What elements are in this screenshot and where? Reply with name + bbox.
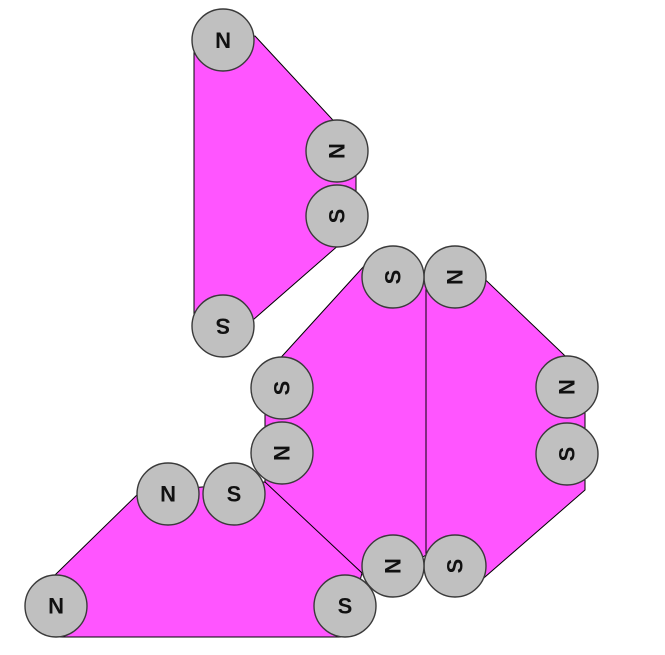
magnet-circle [361,245,425,309]
magnet-circle [313,574,377,638]
magnet-circle [191,294,255,358]
magnet-circle [535,355,599,419]
magnet-label: N [270,445,295,461]
magnet: S [535,422,599,486]
magnet-label: S [338,594,353,619]
magnet: S [361,245,425,309]
magnet-circle [535,422,599,486]
magnet: N [191,8,255,72]
magnet-label: N [555,379,580,395]
magnet: N [136,462,200,526]
magnet-label: S [270,381,295,396]
magnet-label: S [227,482,242,507]
magnet-circle [305,184,369,248]
magnet: N [305,119,369,183]
magnet: S [313,574,377,638]
magnet-circle [305,119,369,183]
magnet: N [535,355,599,419]
magnet-circle [136,462,200,526]
magnet-circle [24,574,88,638]
magnet: S [305,184,369,248]
magnet-circle [202,462,266,526]
magnet: N [24,574,88,638]
magnet-label: N [381,558,406,574]
magnet: N [250,421,314,485]
magnet: S [250,356,314,420]
tiles [54,35,586,638]
magnet-circle [361,534,425,598]
magnet-label: N [48,594,64,619]
magnet: S [423,534,487,598]
magnet-label: N [325,143,350,159]
magnet: N [361,534,425,598]
magnet-label: S [325,209,350,224]
magnet-circle [250,356,314,420]
magnet: N [423,245,487,309]
magnet-circle [191,8,255,72]
magnet-label: S [216,314,231,339]
magnet: S [202,462,266,526]
magnet-label: N [443,269,468,285]
magnet-label: S [555,447,580,462]
magnet-label: N [215,28,231,53]
magnet-circle [250,421,314,485]
magnet-label: S [443,559,468,574]
magnet: S [191,294,255,358]
magnets: N N S S N N [24,8,599,638]
magnet-label: S [381,270,406,285]
magnet-label: N [160,482,176,507]
